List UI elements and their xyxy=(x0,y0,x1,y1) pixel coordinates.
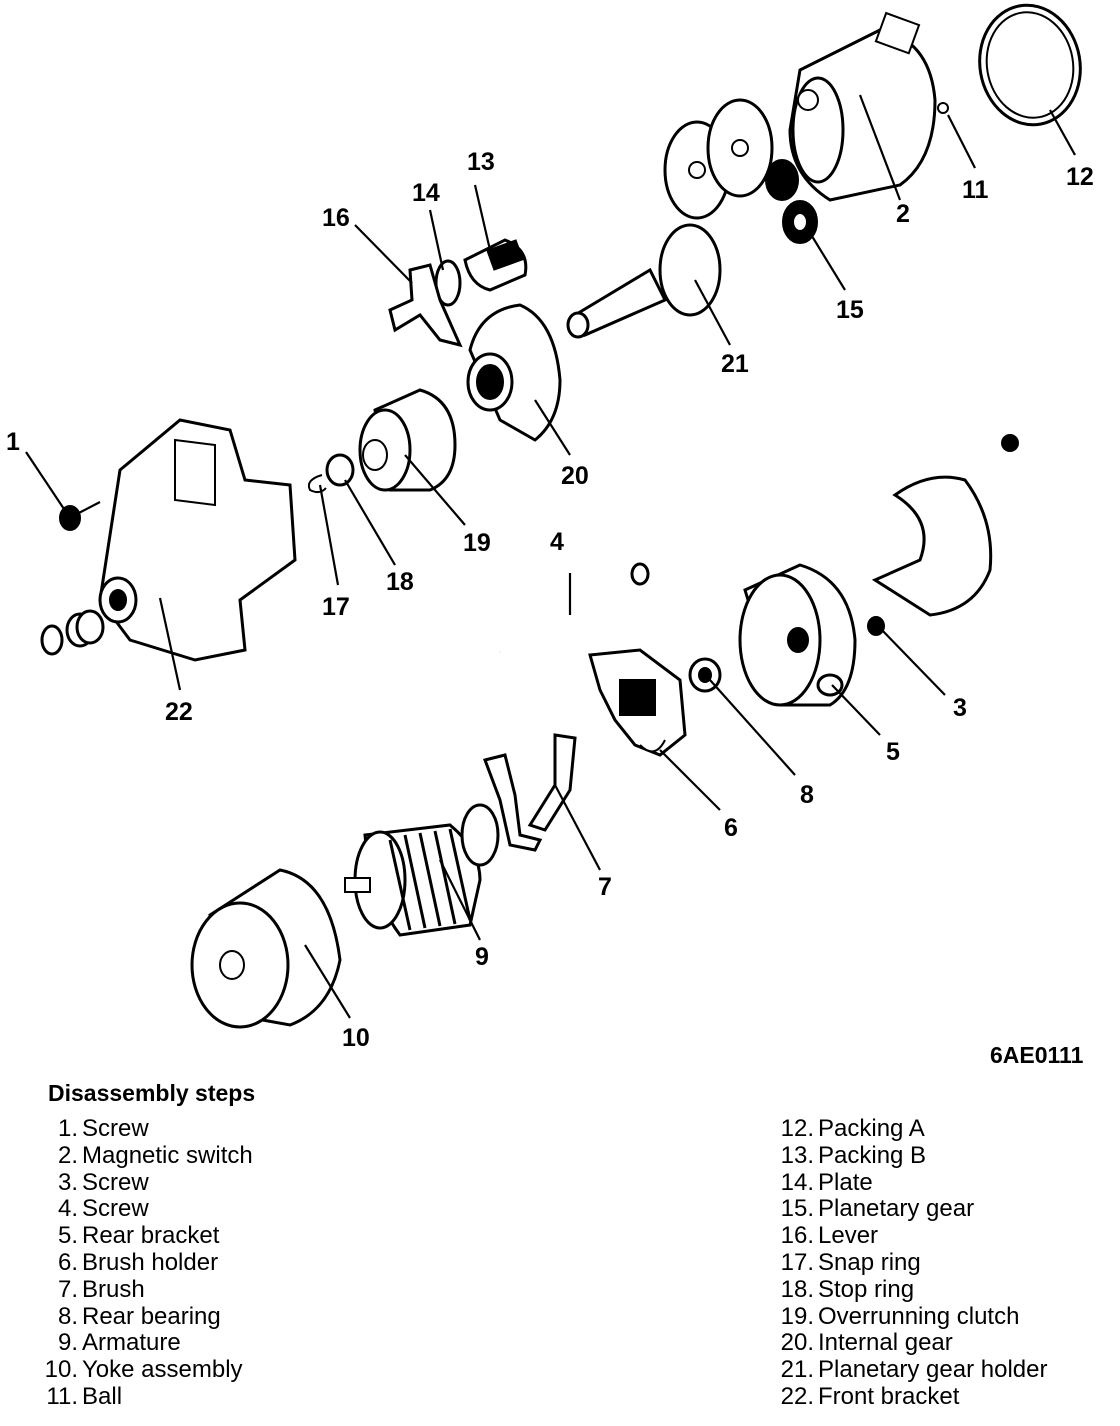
packing-a-part xyxy=(978,3,1082,127)
list-item: 7.Brush xyxy=(57,1275,145,1303)
front-bracket-part xyxy=(98,418,297,662)
list-item: 10.Yoke assembly xyxy=(44,1356,243,1384)
leader-lines xyxy=(25,94,1076,1019)
list-item: 16.Lever xyxy=(780,1222,879,1250)
list-item: 12.Packing A xyxy=(780,1115,925,1142)
callout-7: 7 xyxy=(598,873,612,901)
overrunning-clutch-part xyxy=(358,388,457,492)
callout-1: 1 xyxy=(6,428,20,456)
list-item: 18.Stop ring xyxy=(780,1275,915,1303)
ball-part xyxy=(937,102,949,114)
exploded-view-diagram: 1 2 3 4 5 6 7 8 9 10 11 12 13 14 15 16 1… xyxy=(6,3,1094,1052)
callout-13: 13 xyxy=(467,148,495,176)
gasket-plates xyxy=(663,98,774,220)
callout-12: 12 xyxy=(1066,163,1094,191)
screw-1-part xyxy=(59,501,101,531)
stop-ring-part xyxy=(325,453,355,487)
callout-17: 17 xyxy=(322,593,350,621)
callout-20: 20 xyxy=(561,462,589,490)
yoke-assembly-part xyxy=(190,868,342,1029)
steps-list-right: 12.Packing A 13.Packing B 14.Plate 15.Pl… xyxy=(766,1115,1106,1411)
callout-5: 5 xyxy=(886,738,900,766)
steps-list-left: 1.Screw 2.Magnetic switch 3.Screw 4.Scre… xyxy=(30,1115,410,1411)
callout-9: 9 xyxy=(475,943,489,971)
bushing-part xyxy=(40,609,105,656)
callout-labels: 1 2 3 4 5 6 7 8 9 10 11 12 13 14 15 16 1… xyxy=(6,148,1094,1052)
callout-18: 18 xyxy=(386,568,414,596)
snap-ring-part xyxy=(307,474,327,494)
planetary-gear-holder-part xyxy=(566,223,722,339)
brush-holder-part xyxy=(588,648,687,757)
list-item: 6.Brush holder xyxy=(57,1248,219,1276)
callout-3: 3 xyxy=(953,694,967,722)
packing-b-part xyxy=(463,238,528,292)
list-item: 2.Magnetic switch xyxy=(57,1141,253,1169)
list-item: 5.Rear bracket xyxy=(57,1222,220,1250)
callout-2: 2 xyxy=(896,200,910,228)
list-item: 1.Screw xyxy=(57,1115,149,1142)
list-item: 11.Ball xyxy=(46,1382,123,1410)
list-item: 13.Packing B xyxy=(780,1141,927,1169)
magnetic-switch-part xyxy=(788,11,937,202)
rear-bracket-part xyxy=(738,563,857,707)
callout-16: 16 xyxy=(322,204,350,232)
list-item: 21.Planetary gear holder xyxy=(780,1356,1048,1384)
callout-6: 6 xyxy=(724,814,738,842)
list-item: 20.Internal gear xyxy=(780,1329,953,1357)
callout-15: 15 xyxy=(836,296,864,324)
list-item: 19.Overrunning clutch xyxy=(780,1302,1020,1330)
list-item: 3.Screw xyxy=(57,1168,149,1196)
callout-11: 11 xyxy=(962,176,989,204)
list-item: 15.Planetary gear xyxy=(780,1195,975,1223)
list-item: 8.Rear bearing xyxy=(57,1302,221,1330)
list-item: 4.Screw xyxy=(57,1195,149,1223)
nut-part xyxy=(1001,434,1019,452)
figure-code: 6AE0111 xyxy=(990,1042,1084,1068)
list-item: 9.Armature xyxy=(57,1329,181,1357)
callout-22: 22 xyxy=(165,698,193,726)
callout-14: 14 xyxy=(412,179,440,207)
callout-10: 10 xyxy=(342,1024,370,1052)
callout-8: 8 xyxy=(800,781,814,809)
list-item: 14.Plate xyxy=(780,1168,873,1196)
callout-19: 19 xyxy=(463,529,491,557)
armature-part xyxy=(344,803,500,937)
lever-part xyxy=(388,263,463,348)
through-bolt-part xyxy=(499,562,650,654)
callout-21: 21 xyxy=(721,350,749,378)
planetary-gear-part xyxy=(765,159,818,244)
screw-3-part xyxy=(867,616,885,636)
internal-gear-part xyxy=(466,303,562,442)
steps-title: Disassembly steps xyxy=(48,1080,256,1106)
list-item: 17.Snap ring xyxy=(780,1248,921,1276)
rear-cover-part xyxy=(871,475,993,617)
list-item: 22.Front bracket xyxy=(780,1382,960,1410)
callout-4: 4 xyxy=(550,528,564,556)
